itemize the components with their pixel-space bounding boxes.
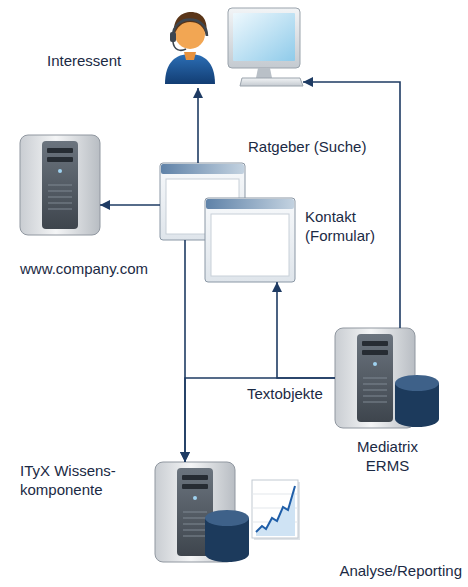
- node-label: Kontakt (Formular): [305, 208, 397, 246]
- node-label: ITyX Wissens- komponente: [20, 462, 135, 500]
- node-box: Analyse/Reporting: [250, 476, 462, 582]
- monitor-icon: [228, 8, 303, 86]
- connector-arrow: [197, 88, 199, 163]
- node-box: Kontakt (Formular): [205, 198, 405, 282]
- connector-arrow: [100, 204, 160, 206]
- database-icon: [205, 510, 249, 562]
- window-icon: [205, 198, 295, 282]
- connector-arrow: [185, 378, 335, 462]
- database-icon: [395, 375, 439, 427]
- chart-icon: [252, 480, 300, 540]
- node-label: Interessent: [47, 52, 121, 71]
- connector-arrow: [303, 82, 400, 328]
- node-label: Analyse/Reporting: [250, 562, 462, 581]
- person-icon: [165, 12, 215, 84]
- node-label: Mediatrix ERMS: [340, 438, 435, 476]
- node-box: www.company.com: [15, 130, 165, 282]
- edge-label: Textobjekte: [245, 385, 325, 404]
- node-box: Interessent: [40, 2, 303, 88]
- node-box: Mediatrix ERMS: [330, 328, 445, 478]
- connector-arrow: [277, 282, 335, 378]
- server-icon: [20, 135, 100, 235]
- node-label: Ratgeber (Suche): [248, 138, 366, 157]
- node-box: ITyX Wissens- komponente: [15, 460, 245, 565]
- node-label: www.company.com: [20, 260, 148, 279]
